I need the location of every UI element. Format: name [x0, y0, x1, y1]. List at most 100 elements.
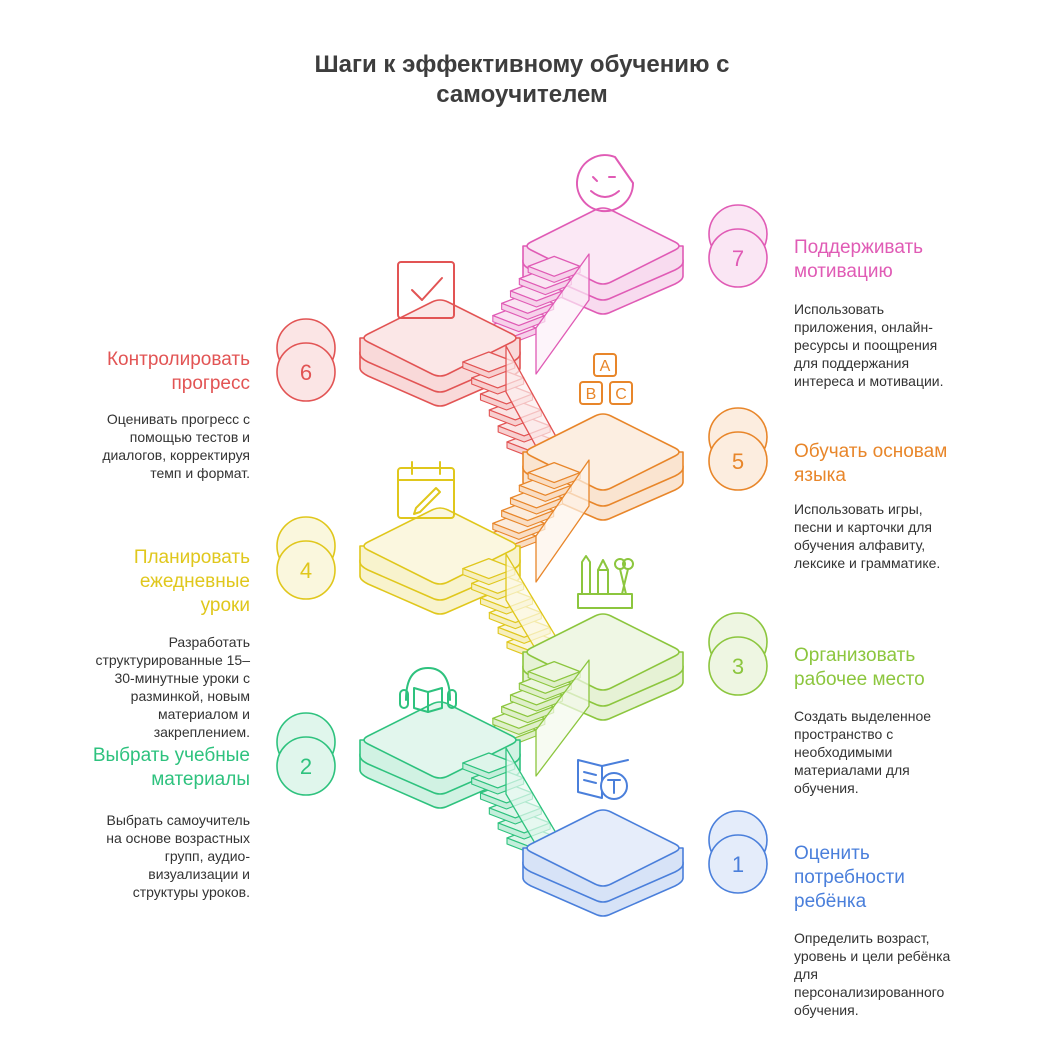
- heading-line: мотивацию: [794, 261, 893, 282]
- smiley-sticker-icon: [576, 154, 635, 213]
- heading-line: языка: [794, 465, 846, 486]
- heading-line: уроки: [200, 595, 250, 616]
- stairs-4-to-5: [483, 459, 590, 583]
- description-line: Создать выделенное: [794, 708, 932, 724]
- heading-line: Выбрать учебные: [92, 745, 250, 766]
- description-line: темп и формат.: [150, 465, 250, 481]
- description-line: обучения.: [794, 1002, 859, 1018]
- description-line: приложения, онлайн-: [794, 319, 933, 335]
- step-number: 4: [300, 558, 312, 583]
- description-line: интереса и мотивации.: [794, 373, 944, 389]
- step-3-description: Создать выделенное пространство с необходи…: [794, 707, 931, 797]
- description-line: диалогов, корректируя: [102, 447, 250, 463]
- heading-line: прогресс: [171, 373, 251, 394]
- step-5-description: Использовать игры, песни и карточки для об…: [794, 500, 940, 572]
- diagram-title-line-1: Шаги к эффективному обучению с: [314, 51, 730, 78]
- checkbox-icon: [397, 261, 455, 319]
- step-number: 2: [300, 754, 312, 779]
- description-line: материалом и: [158, 706, 250, 722]
- svg-text:B: B: [586, 386, 597, 403]
- heading-line: материалы: [151, 769, 250, 790]
- stair-wall: [535, 459, 590, 583]
- description-line: пространство с: [794, 726, 894, 742]
- step-badge-5: 5: [708, 407, 768, 491]
- step-5-heading: Обучать основам языка: [794, 440, 947, 488]
- badge-front-circle: [276, 540, 336, 600]
- step-number: 5: [732, 449, 744, 474]
- step-2-heading: Выбрать учебные материалы: [93, 744, 250, 792]
- description-line: на основе возрастных: [106, 830, 250, 846]
- description-line: Выбрать самоучитель: [106, 812, 250, 828]
- svg-text:C: C: [615, 386, 627, 403]
- step-2-description: Выбрать самоучитель на основе возрастных г…: [106, 811, 250, 901]
- description-line: Разработать: [168, 634, 250, 650]
- step-badge-4: 4: [276, 516, 336, 600]
- heading-line: Обучать основам: [794, 441, 948, 462]
- description-line: структурированные 15–: [95, 652, 250, 668]
- step-1-heading: Оценить потребности ребёнка: [794, 842, 905, 914]
- platform-step-1: [522, 809, 684, 917]
- step-badge-6: 6: [276, 318, 336, 402]
- stair-wall: [535, 659, 590, 777]
- description-line: структуры уроков.: [132, 884, 250, 900]
- svg-text:A: A: [600, 358, 611, 375]
- step-badge-2: 2: [276, 712, 336, 796]
- step-7-heading: Поддерживать мотивацию: [794, 236, 923, 284]
- badge-front-circle: [708, 636, 768, 696]
- description-line: обучения алфавиту,: [794, 537, 926, 553]
- heading-line: Планировать: [133, 547, 250, 568]
- description-line: Оценивать прогресс с: [106, 411, 250, 427]
- heading-line: рабочее место: [794, 669, 925, 690]
- step-badge-7: 7: [708, 204, 768, 288]
- heading-line: ребёнка: [794, 891, 867, 912]
- badge-front-circle: [708, 431, 768, 491]
- description-line: разминкой, новым: [130, 688, 250, 704]
- description-line: необходимыми: [794, 744, 893, 760]
- description-line: ресурсы и поощрения: [794, 337, 938, 353]
- description-line: помощью тестов и: [129, 429, 250, 445]
- description-line: групп, аудио-: [164, 848, 250, 864]
- description-line: песни и карточки для: [794, 519, 932, 535]
- description-line: визуализации и: [148, 866, 250, 882]
- heading-line: Контролировать: [106, 349, 250, 370]
- step-number: 3: [732, 654, 744, 679]
- badge-front-circle: [276, 736, 336, 796]
- step-7-description: Использовать приложения, онлайн-ресурсы и…: [794, 300, 944, 390]
- step-number: 1: [732, 852, 744, 877]
- stationery-icon: [577, 555, 634, 609]
- step-1-description: Определить возраст, уровень и цели ребёнк…: [794, 929, 950, 1019]
- description-line: обучения.: [794, 780, 859, 796]
- description-line: для поддержания: [794, 355, 910, 371]
- description-line: закреплением.: [153, 724, 250, 740]
- heading-line: Поддерживать: [794, 237, 924, 258]
- description-line: Определить возраст,: [794, 930, 930, 946]
- platform-upper-slab-top: [526, 809, 680, 887]
- description-line: персонализированного: [794, 984, 945, 1000]
- heading-line: Оценить: [794, 843, 870, 864]
- description-line: 30-минутные уроки с: [114, 670, 250, 686]
- step-number: 7: [732, 246, 744, 271]
- badge-front-circle: [276, 342, 336, 402]
- description-line: Использовать игры,: [794, 501, 923, 517]
- calendar-pen-icon: [397, 461, 455, 519]
- step-4-description: Разработать структурированные 15– 30-минут…: [95, 633, 250, 741]
- abc-blocks-icon: AB C: [579, 353, 633, 405]
- description-line: Использовать: [794, 301, 885, 317]
- step-3-heading: Организовать рабочее место: [794, 644, 925, 692]
- heading-line: Организовать: [794, 645, 916, 666]
- description-line: уровень и цели ребёнка: [794, 948, 951, 964]
- diagram-title-line-2: самоучителем: [436, 81, 608, 108]
- heading-line: потребности: [794, 867, 905, 888]
- description-line: для: [794, 966, 818, 982]
- step-6-heading: Контролировать прогресс: [107, 348, 250, 396]
- badge-front-circle: [708, 834, 768, 894]
- headphones-book-icon: [399, 667, 457, 713]
- badge-front-circle: [708, 228, 768, 288]
- description-line: материалами для: [794, 762, 910, 778]
- step-badge-3: 3: [708, 612, 768, 696]
- step-number: 6: [300, 360, 312, 385]
- step-6-description: Оценивать прогресс с помощью тестов и диал…: [102, 410, 250, 482]
- description-line: лексике и грамматике.: [794, 555, 941, 571]
